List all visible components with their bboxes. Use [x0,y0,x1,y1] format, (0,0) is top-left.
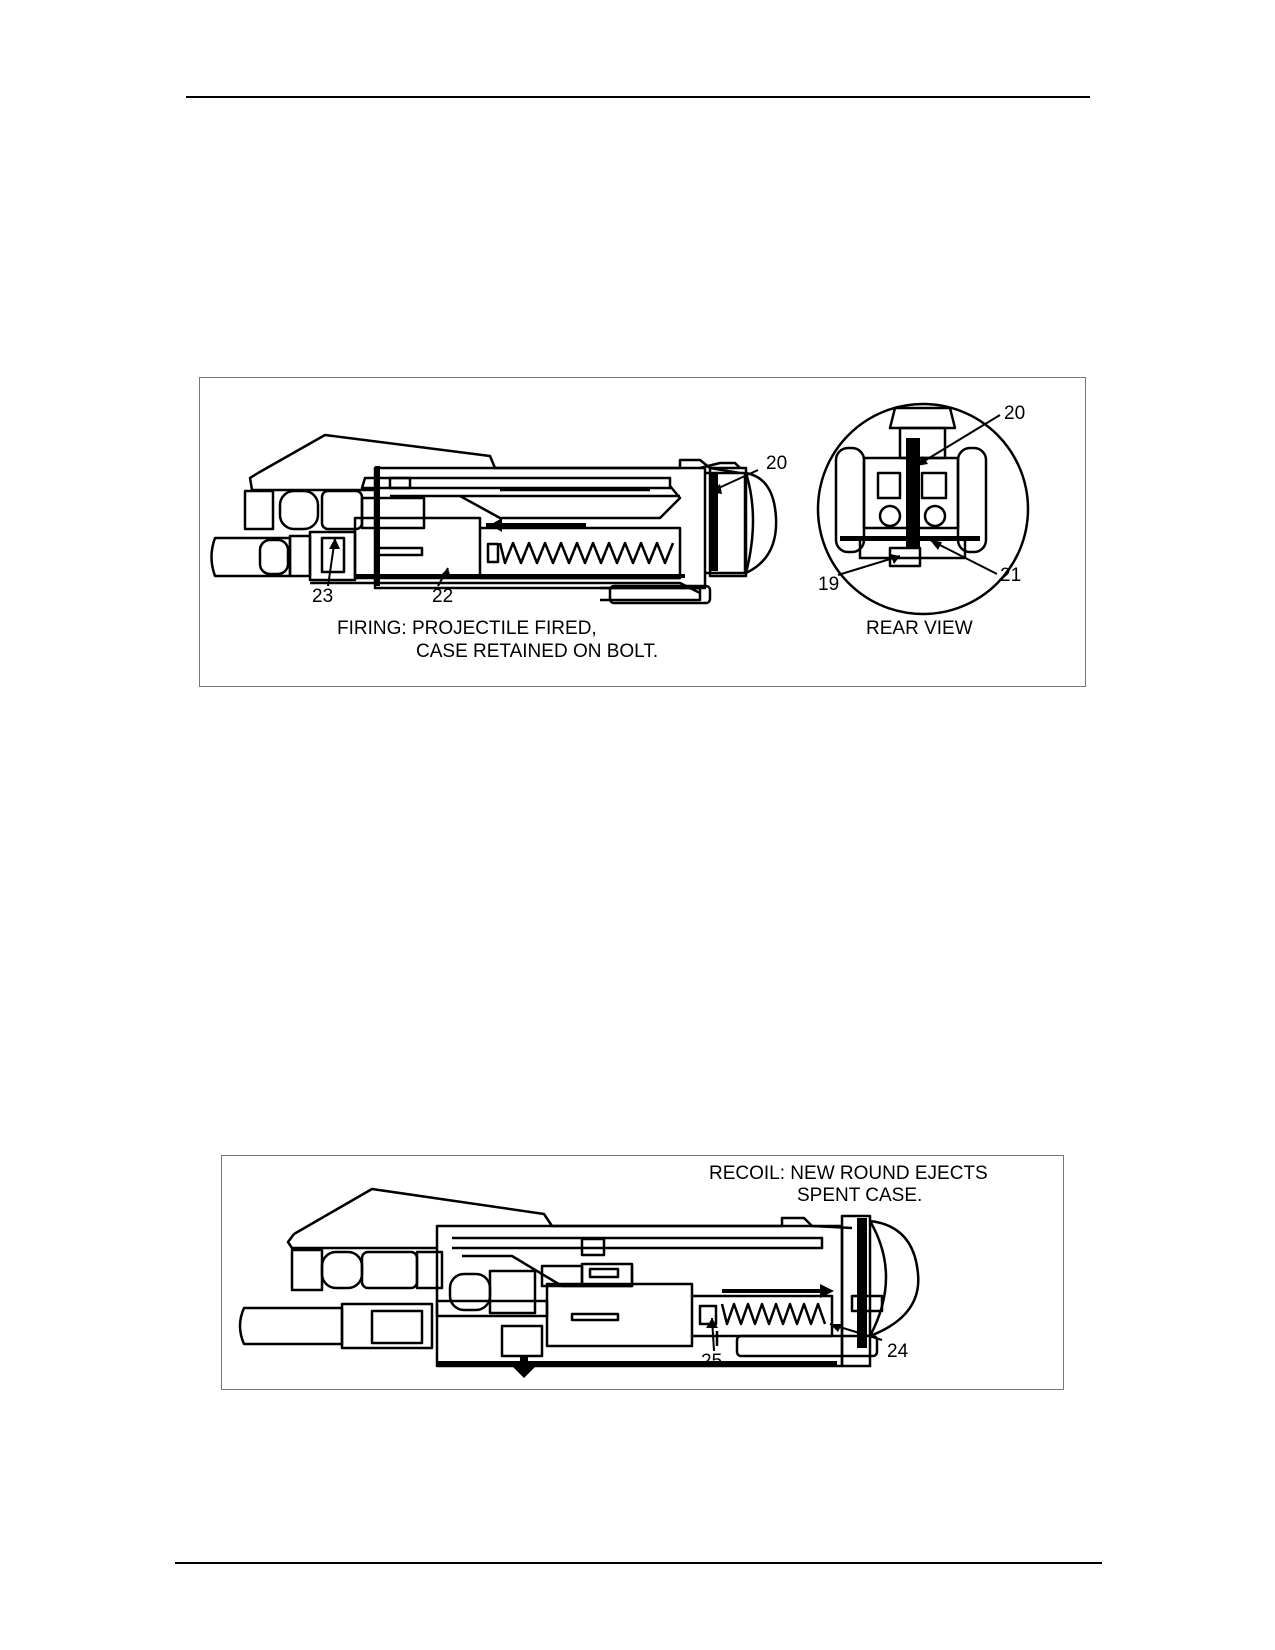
recoil-side-view-drawing [238,1187,920,1378]
callout-23: 23 [312,586,334,607]
callout-19: 19 [818,574,840,595]
header-rule [186,96,1090,98]
recoil-caption-line1: RECOIL: NEW ROUND EJECTS [709,1163,988,1184]
callout-20-side: 20 [766,453,788,474]
rear-view-drawing [816,402,1030,616]
recoil-caption-line2: SPENT CASE. [797,1185,923,1206]
firing-caption-line1: FIRING: PROJECTILE FIRED, [337,618,597,639]
footer-rule [175,1562,1102,1564]
rear-view-caption: REAR VIEW [866,618,973,639]
firing-side-view-drawing [210,402,1030,616]
callout-20-rear: 20 [1004,403,1026,424]
recoil-figure: RECOIL: NEW ROUND EJECTS SPENT CASE. 25 … [221,1155,1064,1390]
firing-caption-line2: CASE RETAINED ON BOLT. [416,641,659,662]
firing-figure: 23 22 20 FIRING: PROJECTILE FIRED, CASE … [199,377,1086,687]
callout-24: 24 [887,1341,909,1362]
callout-25: 25 [701,1351,723,1372]
callout-22: 22 [432,586,454,607]
callout-21: 21 [1000,565,1022,586]
